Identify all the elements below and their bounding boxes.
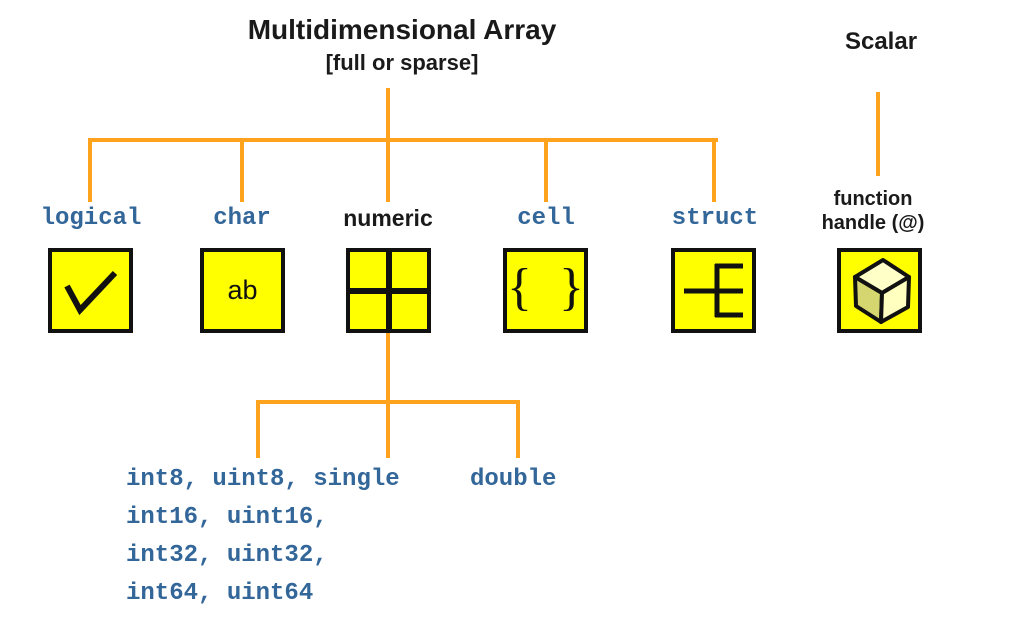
connector-stub-numeric bbox=[386, 140, 390, 202]
curly-braces-icon: { } bbox=[507, 258, 584, 316]
scalar-node-title: Scalar bbox=[844, 28, 918, 55]
function-handle-icon bbox=[837, 248, 922, 333]
connector-stub-struct bbox=[712, 140, 716, 202]
function-handle-label: function handle (@) bbox=[822, 187, 925, 235]
function-handle-label-line2: handle (@) bbox=[821, 212, 925, 234]
connector-substub-right bbox=[516, 402, 520, 458]
type-label-struct: struct bbox=[671, 205, 759, 232]
connector-main-bar bbox=[88, 138, 718, 142]
connector-stub-char bbox=[240, 140, 244, 202]
logical-icon bbox=[48, 248, 133, 333]
connector-stub-cell bbox=[544, 140, 548, 202]
numeric-subtypes-line2: int16, uint16, bbox=[126, 504, 328, 531]
connector-root-stem bbox=[386, 88, 390, 140]
connector-scalar-stem bbox=[876, 92, 880, 176]
grid-2x2-icon bbox=[350, 287, 427, 294]
numeric-icon bbox=[346, 248, 431, 333]
connector-substub-left bbox=[256, 402, 260, 458]
tree-branches-icon bbox=[684, 263, 743, 318]
cube-3d-icon bbox=[853, 258, 911, 324]
checkmark-icon bbox=[64, 270, 118, 316]
connector-stub-logical bbox=[88, 140, 92, 202]
char-icon-text: ab bbox=[227, 275, 258, 305]
char-icon: ab bbox=[200, 248, 285, 333]
connector-numeric-stem bbox=[386, 331, 390, 404]
root-node-subtitle: [full or sparse] bbox=[325, 50, 479, 75]
type-label-logical: logical bbox=[40, 205, 142, 232]
type-label-cell: cell bbox=[517, 205, 575, 232]
type-label-numeric: numeric bbox=[343, 205, 433, 231]
numeric-subtypes-line1-left: int8, uint8, single bbox=[126, 466, 400, 493]
struct-icon bbox=[671, 248, 756, 333]
numeric-subtypes-line3: int32, uint32, bbox=[126, 542, 328, 569]
root-node-title: Multidimensional Array bbox=[247, 14, 557, 45]
connector-substub-mid bbox=[386, 402, 390, 458]
function-handle-label-line1: function bbox=[833, 188, 913, 210]
numeric-subtypes-line4: int64, uint64 bbox=[126, 580, 314, 607]
numeric-subtypes-line1-right: double bbox=[470, 466, 557, 493]
cell-icon: { } bbox=[503, 248, 588, 333]
type-label-char: char bbox=[213, 205, 271, 232]
